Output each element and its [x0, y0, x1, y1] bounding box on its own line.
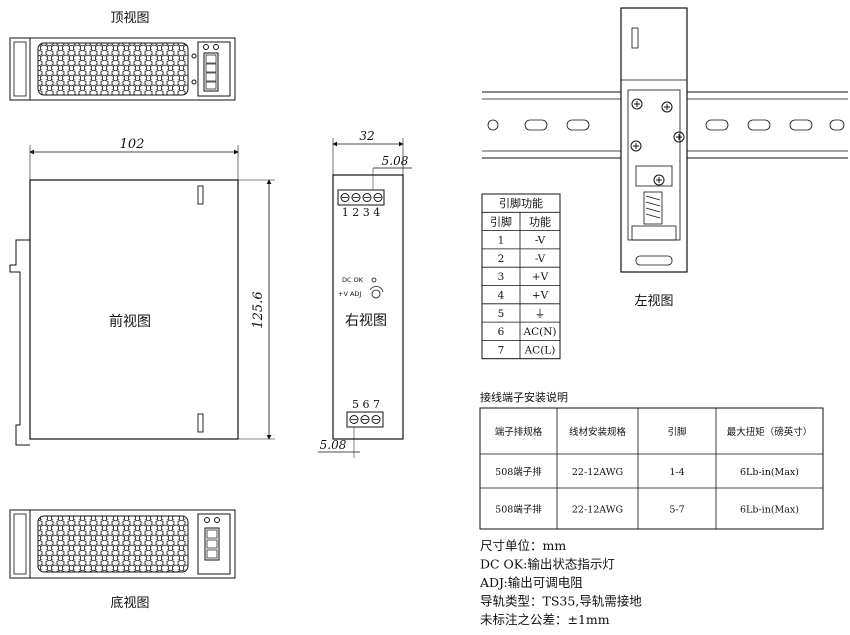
- top-view-label: 顶视图: [110, 11, 149, 26]
- pin-number: 7: [498, 344, 505, 356]
- dim-pitch-bottom: 5.08: [320, 438, 347, 452]
- note-line: 尺寸单位：mm: [480, 538, 566, 553]
- notes: 尺寸单位：mm DC OK:输出状态指示灯 ADJ:输出可调电阻导轨类型：TS35,…: [479, 538, 642, 627]
- terminal-table-cell: 1-4: [669, 467, 684, 478]
- right-view-label: 右视图: [345, 313, 387, 329]
- terminal-table-cell: 508端子排: [495, 466, 542, 478]
- pin-function: +V: [532, 290, 549, 302]
- pin-function: AC(N): [523, 326, 557, 338]
- terminal-table-header: 最大扭矩（磅英寸）: [727, 426, 813, 438]
- terminal-table-title: 接线端子安装说明: [480, 390, 568, 404]
- bottom-view-label: 底视图: [110, 595, 149, 611]
- note-line: ADJ:输出可调电阻: [479, 575, 583, 590]
- note-line: DC OK:输出状态指示灯: [480, 557, 615, 572]
- pin-function: +V: [532, 271, 549, 283]
- left-view-label: 左视图: [634, 294, 673, 309]
- dim-height: 125.6: [251, 291, 266, 328]
- pin-number: 4: [498, 290, 505, 302]
- front-view: 102 前视图 125.6: [9, 137, 275, 446]
- dim-pitch-top: 5.08: [382, 154, 409, 168]
- v-adj-label: +V ADJ: [338, 290, 361, 298]
- terminal-table-header: 端子排规格: [495, 426, 543, 438]
- dc-ok-label: DC OK: [342, 276, 364, 284]
- pins-bottom-label: 5 6 7: [352, 398, 380, 411]
- pin-number: 3: [498, 271, 505, 283]
- terminal-table: 接线端子安装说明 端子排规格 线材安装规格 引脚 最大扭矩（磅英寸） 508端子排 22-…: [479, 390, 824, 530]
- front-view-label: 前视图: [109, 313, 151, 330]
- pins-top-label: 1 2 3 4: [342, 206, 380, 219]
- terminal-table-cell: 5-7: [669, 505, 684, 516]
- left-view: 左视图: [482, 7, 848, 309]
- pin-function: ⏚: [535, 308, 546, 320]
- pin-function: -V: [535, 235, 546, 247]
- right-view: 32 5.08 1 2 3 4 DC OK +V ADJ 右视图 5 6 7 5…: [318, 129, 412, 458]
- terminal-table-cell: 22-12AWG: [572, 467, 623, 478]
- bottom-view: 底视图: [9, 509, 236, 611]
- terminal-table-header: 线材安装规格: [569, 426, 627, 438]
- pin-number: 1: [498, 235, 505, 247]
- pin-number: 2: [498, 253, 505, 265]
- pin-function: -V: [535, 253, 546, 265]
- dim-depth: 32: [359, 129, 374, 143]
- pin-table-header: 功能: [529, 214, 551, 228]
- terminal-table-cell: 22-12AWG: [572, 505, 623, 516]
- pin-number: 5: [498, 308, 505, 320]
- pin-table-header: 引脚: [490, 214, 512, 228]
- terminal-table-cell: 6Lb-in(Max): [740, 467, 799, 478]
- pin-table-title: 引脚功能: [499, 196, 543, 210]
- terminal-table-cell: 508端子排: [495, 504, 542, 516]
- pin-function: AC(L): [524, 344, 556, 356]
- pin-number: 6: [498, 326, 505, 338]
- note-line: 导轨类型：TS35,导轨需接地: [480, 594, 642, 609]
- dim-width: 102: [120, 137, 145, 152]
- terminal-table-cell: 6Lb-in(Max): [740, 505, 799, 516]
- note-line: 未标注之公差：±1mm: [480, 612, 610, 627]
- top-view: 顶视图: [9, 11, 236, 101]
- terminal-table-header: 引脚: [667, 427, 686, 438]
